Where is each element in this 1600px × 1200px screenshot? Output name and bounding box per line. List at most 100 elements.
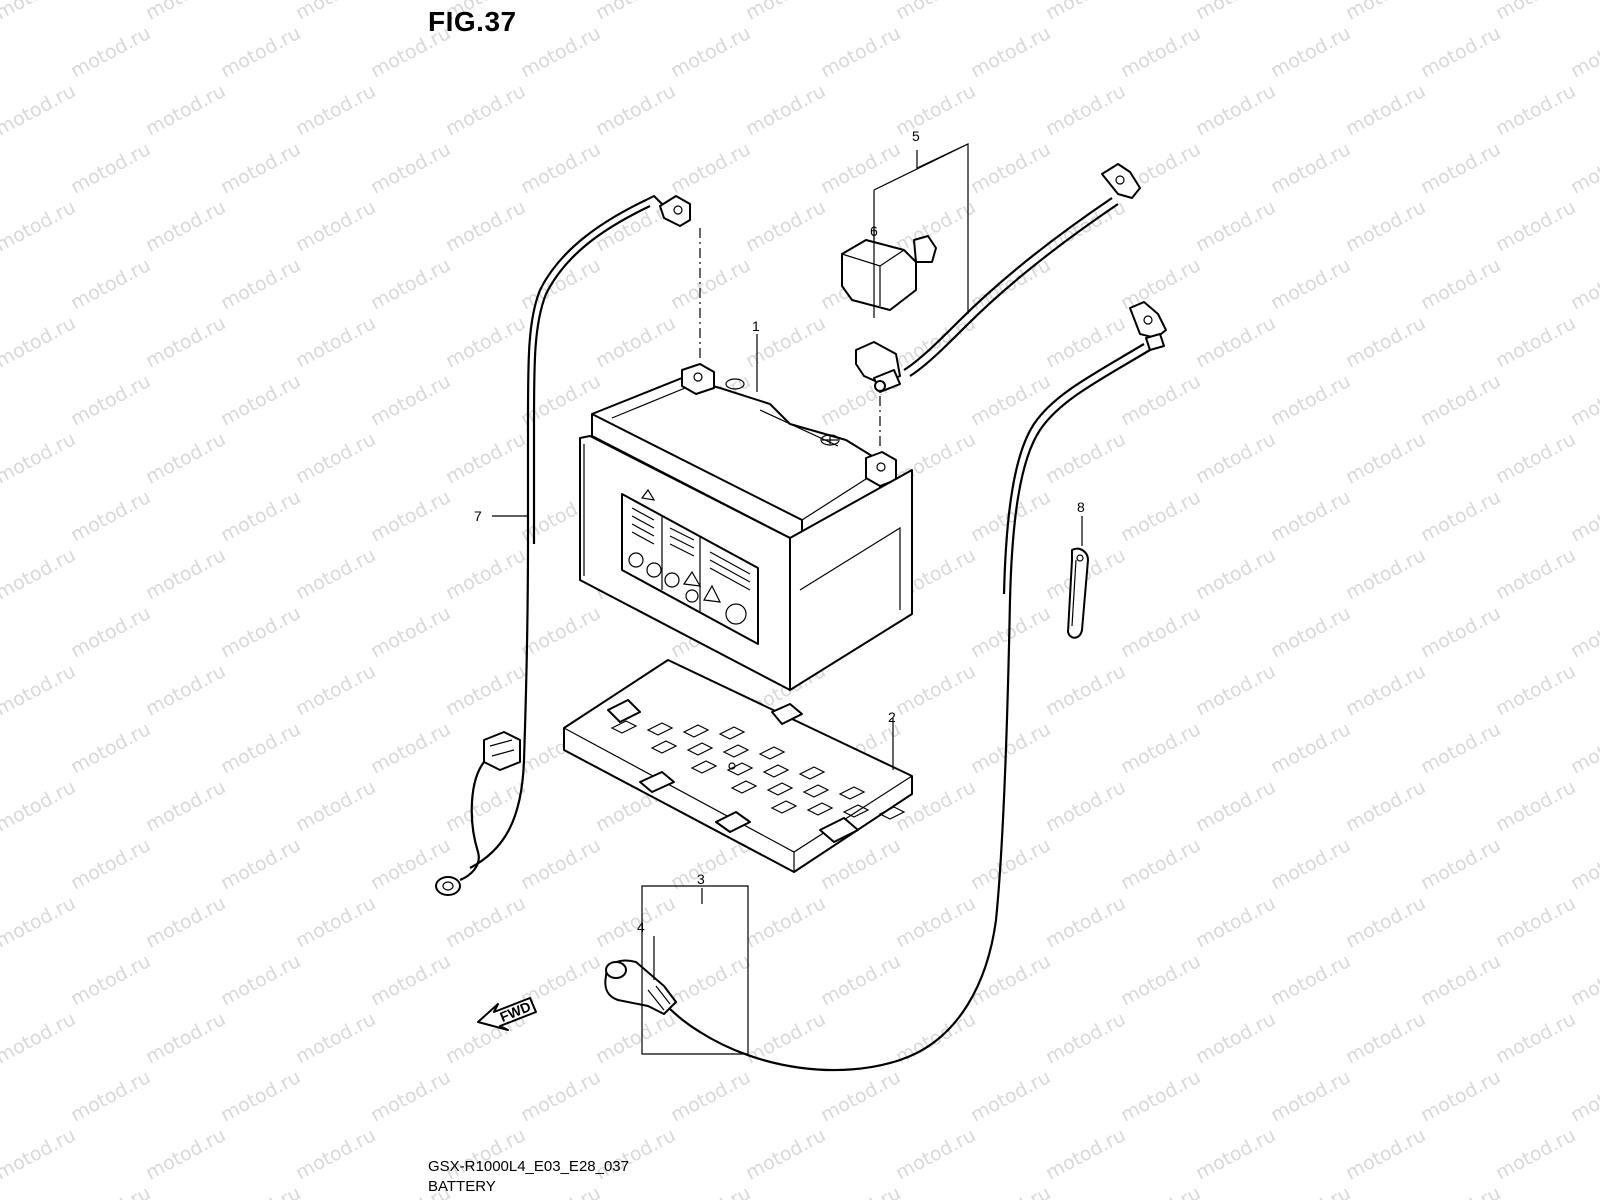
watermark-text: motod.ru (217, 22, 304, 82)
watermark-text: motod.ru (1117, 22, 1204, 82)
watermark-text: motod.ru (442, 892, 529, 952)
watermark-text: motod.ru (1417, 950, 1504, 1010)
watermark-text: motod.ru (292, 196, 379, 256)
watermark-text: motod.ru (1042, 428, 1129, 488)
watermark-text: motod.ru (667, 138, 754, 198)
watermark-text: motod.ru (67, 718, 154, 778)
watermark-text: motod.ru (0, 138, 4, 198)
watermark-text: motod.ru (1417, 1182, 1504, 1200)
watermark-text: motod.ru (67, 950, 154, 1010)
part-7-cable[interactable] (435, 195, 701, 896)
part-4-boot[interactable] (604, 959, 677, 1015)
watermark-text: motod.ru (892, 1008, 979, 1068)
watermark-text: motod.ru (1342, 312, 1429, 372)
tray-slot (798, 766, 826, 780)
callout-labels: 1 2 3 4 5 6 7 8 (474, 128, 1085, 935)
watermark-text: motod.ru (1417, 834, 1504, 894)
watermark-text: motod.ru (142, 0, 229, 24)
watermark-text: motod.ru (1567, 1182, 1600, 1200)
tray-slot (802, 784, 830, 798)
watermark-text: motod.ru (1492, 312, 1579, 372)
watermark-text: motod.ru (1492, 1008, 1579, 1068)
watermark-text: motod.ru (742, 1124, 829, 1184)
tray-slot (682, 724, 710, 738)
watermark-text: motod.ru (0, 486, 4, 546)
watermark-text: motod.ru (142, 544, 229, 604)
part-2-tray[interactable] (563, 659, 913, 873)
watermark-text: motod.ru (367, 718, 454, 778)
watermark-text: motod.ru (1117, 718, 1204, 778)
part-5-cable[interactable] (855, 163, 1141, 450)
part-3-cable[interactable] (663, 301, 1167, 1072)
watermark-text: motod.ru (0, 370, 4, 430)
watermark-text: motod.ru (67, 834, 154, 894)
watermark-text: motod.ru (142, 660, 229, 720)
tray-slot (758, 746, 786, 760)
watermark-text: motod.ru (1567, 254, 1600, 314)
watermark-text: motod.ru (0, 0, 79, 24)
part-8-band[interactable] (1067, 547, 1089, 639)
watermark-text: motod.ru (892, 80, 979, 140)
watermark-text: motod.ru (742, 1008, 829, 1068)
watermark-text: motod.ru (442, 312, 529, 372)
watermark-text: motod.ru (1492, 776, 1579, 836)
watermark-text: motod.ru (1267, 950, 1354, 1010)
watermark-text: motod.ru (592, 80, 679, 140)
watermark-text: motod.ru (217, 1182, 304, 1200)
watermark-text: motod.ru (1117, 370, 1204, 430)
watermark-text: motod.ru (442, 428, 529, 488)
watermark-text: motod.ru (517, 1182, 604, 1200)
part-1-battery[interactable] (579, 363, 913, 691)
watermark-text: motod.ru (1192, 0, 1279, 24)
watermark-text: motod.ru (1342, 196, 1429, 256)
watermark-text: motod.ru (817, 138, 904, 198)
watermark-text: motod.ru (1567, 138, 1600, 198)
watermark-text: motod.ru (1342, 892, 1429, 952)
watermark-text: motod.ru (517, 1066, 604, 1126)
watermark-text: motod.ru (817, 1066, 904, 1126)
watermark-text: motod.ru (892, 660, 979, 720)
watermark-text: motod.ru (1192, 892, 1279, 952)
watermark-text: motod.ru (667, 950, 754, 1010)
watermark-text: motod.ru (1192, 776, 1279, 836)
watermark-text: motod.ru (1342, 428, 1429, 488)
watermark-text: motod.ru (0, 196, 79, 256)
watermark-text: motod.ru (892, 312, 979, 372)
watermark-text: motod.ru (967, 22, 1054, 82)
watermark-text: motod.ru (0, 428, 79, 488)
tray-slot (650, 740, 678, 754)
watermark-text: motod.ru (1567, 950, 1600, 1010)
watermark-text: motod.ru (1492, 660, 1579, 720)
watermark-text: motod.ru (142, 1124, 229, 1184)
part-6-terminal-cover[interactable] (841, 235, 937, 311)
watermark-text: motod.ru (442, 776, 529, 836)
callout-3: 3 (697, 871, 705, 887)
watermark-text: motod.ru (592, 312, 679, 372)
watermark-text: motod.ru (0, 80, 79, 140)
watermark-text: motod.ru (1267, 254, 1354, 314)
watermark-text: motod.ru (67, 138, 154, 198)
callout-6: 6 (870, 223, 878, 239)
watermark-text: motod.ru (367, 254, 454, 314)
tray-slot (838, 786, 866, 800)
watermark-text: motod.ru (1267, 22, 1354, 82)
tray-slot (770, 800, 798, 814)
watermark-text: motod.ru (292, 312, 379, 372)
tray-slot (646, 722, 674, 736)
watermark-text: motod.ru (442, 660, 529, 720)
watermark-text: motod.ru (1567, 718, 1600, 778)
tray-slot (686, 742, 714, 756)
watermark-text: motod.ru (1567, 370, 1600, 430)
watermark-text: motod.ru (142, 776, 229, 836)
watermark-text: motod.ru (142, 80, 229, 140)
watermark-text: motod.ru (1417, 486, 1504, 546)
watermark-text: motod.ru (892, 892, 979, 952)
watermark-text: motod.ru (667, 22, 754, 82)
callout-4: 4 (637, 919, 645, 935)
watermark-text: motod.ru (1492, 80, 1579, 140)
watermark-text: motod.ru (0, 834, 4, 894)
fwd-direction-arrow: FWD (477, 997, 537, 1031)
watermark-text: motod.ru (1417, 22, 1504, 82)
watermark-text: motod.ru (292, 776, 379, 836)
watermark-text: motod.ru (1117, 834, 1204, 894)
